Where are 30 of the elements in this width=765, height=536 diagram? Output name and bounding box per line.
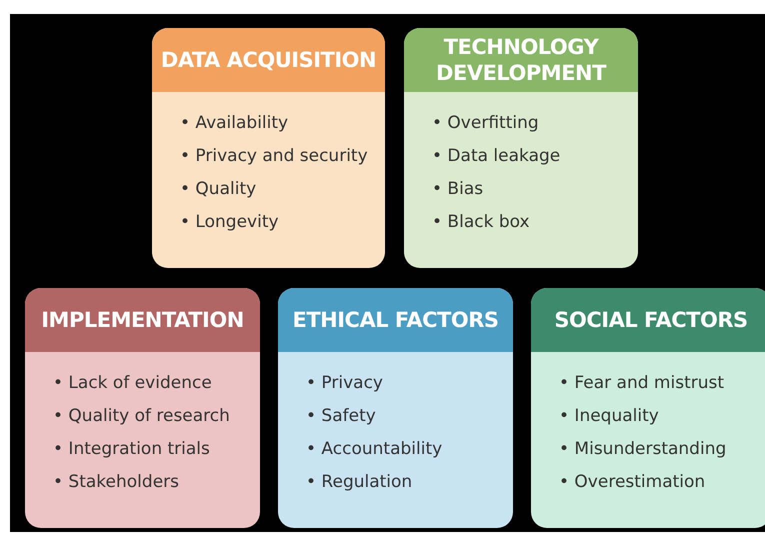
list-item: • Black box bbox=[432, 211, 530, 234]
card-header: SOCIAL FACTORS bbox=[531, 288, 765, 352]
list-item: • Overfitting bbox=[432, 112, 539, 135]
list-item: • Quality bbox=[180, 178, 256, 201]
list-item: • Regulation bbox=[306, 471, 412, 494]
card-header: TECHNOLOGY DEVELOPMENT bbox=[404, 28, 638, 92]
category-card bbox=[404, 28, 638, 268]
list-item: • Bias bbox=[432, 178, 484, 201]
list-item: • Longevity bbox=[180, 211, 279, 234]
list-item: • Misunderstanding bbox=[559, 438, 726, 461]
list-item: • Fear and mistrust bbox=[559, 372, 724, 395]
list-item: • Availability bbox=[180, 112, 288, 135]
list-item: • Safety bbox=[306, 405, 376, 428]
card-header: IMPLEMENTATION bbox=[25, 288, 260, 352]
list-item: • Integration trials bbox=[53, 438, 210, 461]
list-item: • Stakeholders bbox=[53, 471, 179, 494]
category-card bbox=[152, 28, 385, 268]
category-card bbox=[531, 288, 765, 528]
list-item: • Data leakage bbox=[432, 145, 560, 168]
list-item: • Lack of evidence bbox=[53, 372, 212, 395]
list-item: • Privacy bbox=[306, 372, 383, 395]
list-item: • Inequality bbox=[559, 405, 659, 428]
list-item: • Accountability bbox=[306, 438, 442, 461]
card-header: ETHICAL FACTORS bbox=[278, 288, 513, 352]
list-item: • Overestimation bbox=[559, 471, 706, 494]
list-item: • Quality of research bbox=[53, 405, 230, 428]
card-header: DATA ACQUISITION bbox=[152, 28, 385, 92]
category-card bbox=[278, 288, 513, 528]
category-card bbox=[25, 288, 260, 528]
list-item: • Privacy and security bbox=[180, 145, 368, 168]
